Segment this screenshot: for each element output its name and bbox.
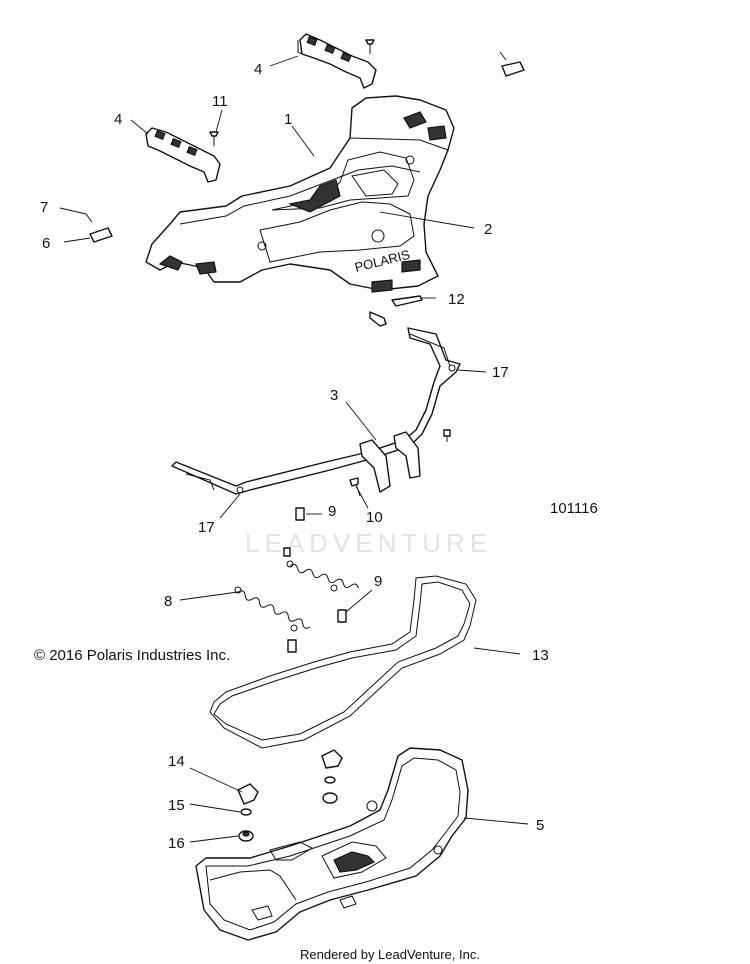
- part-14-bracket: [237, 783, 259, 805]
- part-15-washer: [240, 808, 252, 816]
- callout-3: 3: [330, 387, 338, 404]
- rendered-by-text: Rendered by LeadVenture, Inc.: [300, 947, 480, 962]
- part-10-screw: [349, 477, 361, 497]
- callout-2: 2: [484, 221, 492, 238]
- screw-frame: [443, 429, 451, 442]
- part-13-seal: [209, 575, 477, 749]
- part-8-spring-right: [286, 560, 359, 592]
- clip-upper-right: [499, 51, 525, 77]
- watermark-text: LEADVENTURE: [245, 528, 492, 558]
- bolt-small-left: [287, 639, 297, 653]
- part-4-handle-upper: [297, 33, 377, 89]
- screw-upper: [365, 39, 375, 54]
- part-8-spring-left: [234, 586, 311, 632]
- callout-7: 7: [40, 199, 48, 216]
- callout-14: 14: [168, 753, 185, 770]
- callout-17-lower: 17: [198, 519, 215, 536]
- part-3-frame: [171, 327, 461, 495]
- callout-4-lower: 4: [114, 111, 122, 128]
- part-9-bolt-lower: [337, 609, 347, 623]
- callout-15: 15: [168, 797, 185, 814]
- figure-number: 101116: [550, 500, 598, 517]
- bolt-small-top: [283, 547, 291, 557]
- leader-lines: [59, 55, 529, 843]
- callout-10: 10: [366, 509, 383, 526]
- callout-4-upper: 4: [254, 61, 262, 78]
- part-4-handle-lower: [145, 127, 221, 183]
- callout-16: 16: [168, 835, 185, 852]
- part-7-pin: [85, 213, 93, 223]
- part-16-grommet: [238, 830, 254, 842]
- callout-13: 13: [532, 647, 549, 664]
- part-12-pin: [369, 295, 423, 327]
- callout-17-upper: 17: [492, 364, 509, 381]
- bracket-right-stack: [321, 749, 343, 804]
- part-11-screw: [209, 131, 219, 146]
- part-5-storage-tub: [195, 747, 469, 941]
- part-1-front-rack: POLARIS: [145, 95, 455, 293]
- callout-9-upper: 9: [328, 503, 336, 520]
- callout-6: 6: [42, 235, 50, 252]
- callout-9-lower: 9: [374, 573, 382, 590]
- part-6-clip: [89, 227, 113, 243]
- callout-5: 5: [536, 817, 544, 834]
- callout-1: 1: [284, 111, 292, 128]
- callout-12: 12: [448, 291, 465, 308]
- callout-8: 8: [164, 593, 172, 610]
- copyright-text: © 2016 Polaris Industries Inc.: [34, 647, 230, 664]
- part-9-bolt-upper: [295, 507, 305, 521]
- callout-11: 11: [212, 93, 228, 110]
